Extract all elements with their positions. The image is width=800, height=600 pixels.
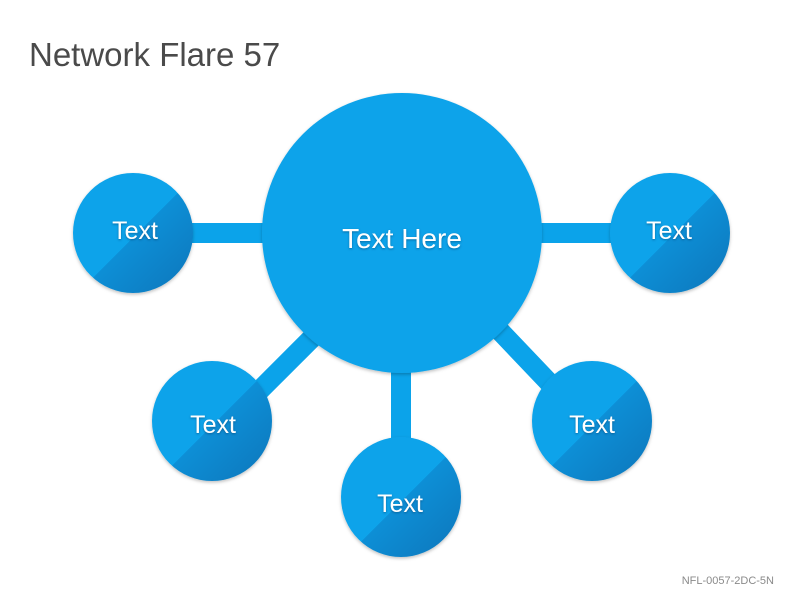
satellite-node-bottom: Text: [341, 437, 461, 557]
satellite-node-lower-right: Text: [532, 361, 652, 481]
satellite-label-left: Text: [112, 217, 158, 245]
satellite-label-lower-left: Text: [190, 411, 236, 439]
satellite-node-left: Text: [73, 173, 193, 293]
satellite-label-bottom: Text: [377, 490, 423, 518]
satellite-node-lower-left: Text: [152, 361, 272, 481]
satellite-label-lower-right: Text: [569, 411, 615, 439]
slide-title: Network Flare 57: [29, 36, 281, 73]
satellite-node-right: Text: [610, 173, 730, 293]
hub-label: Text Here: [342, 223, 462, 254]
hub-node: Text Here: [262, 93, 542, 373]
satellite-label-right: Text: [646, 217, 692, 245]
footer-code: NFL-0057-2DC-5N: [681, 575, 774, 587]
